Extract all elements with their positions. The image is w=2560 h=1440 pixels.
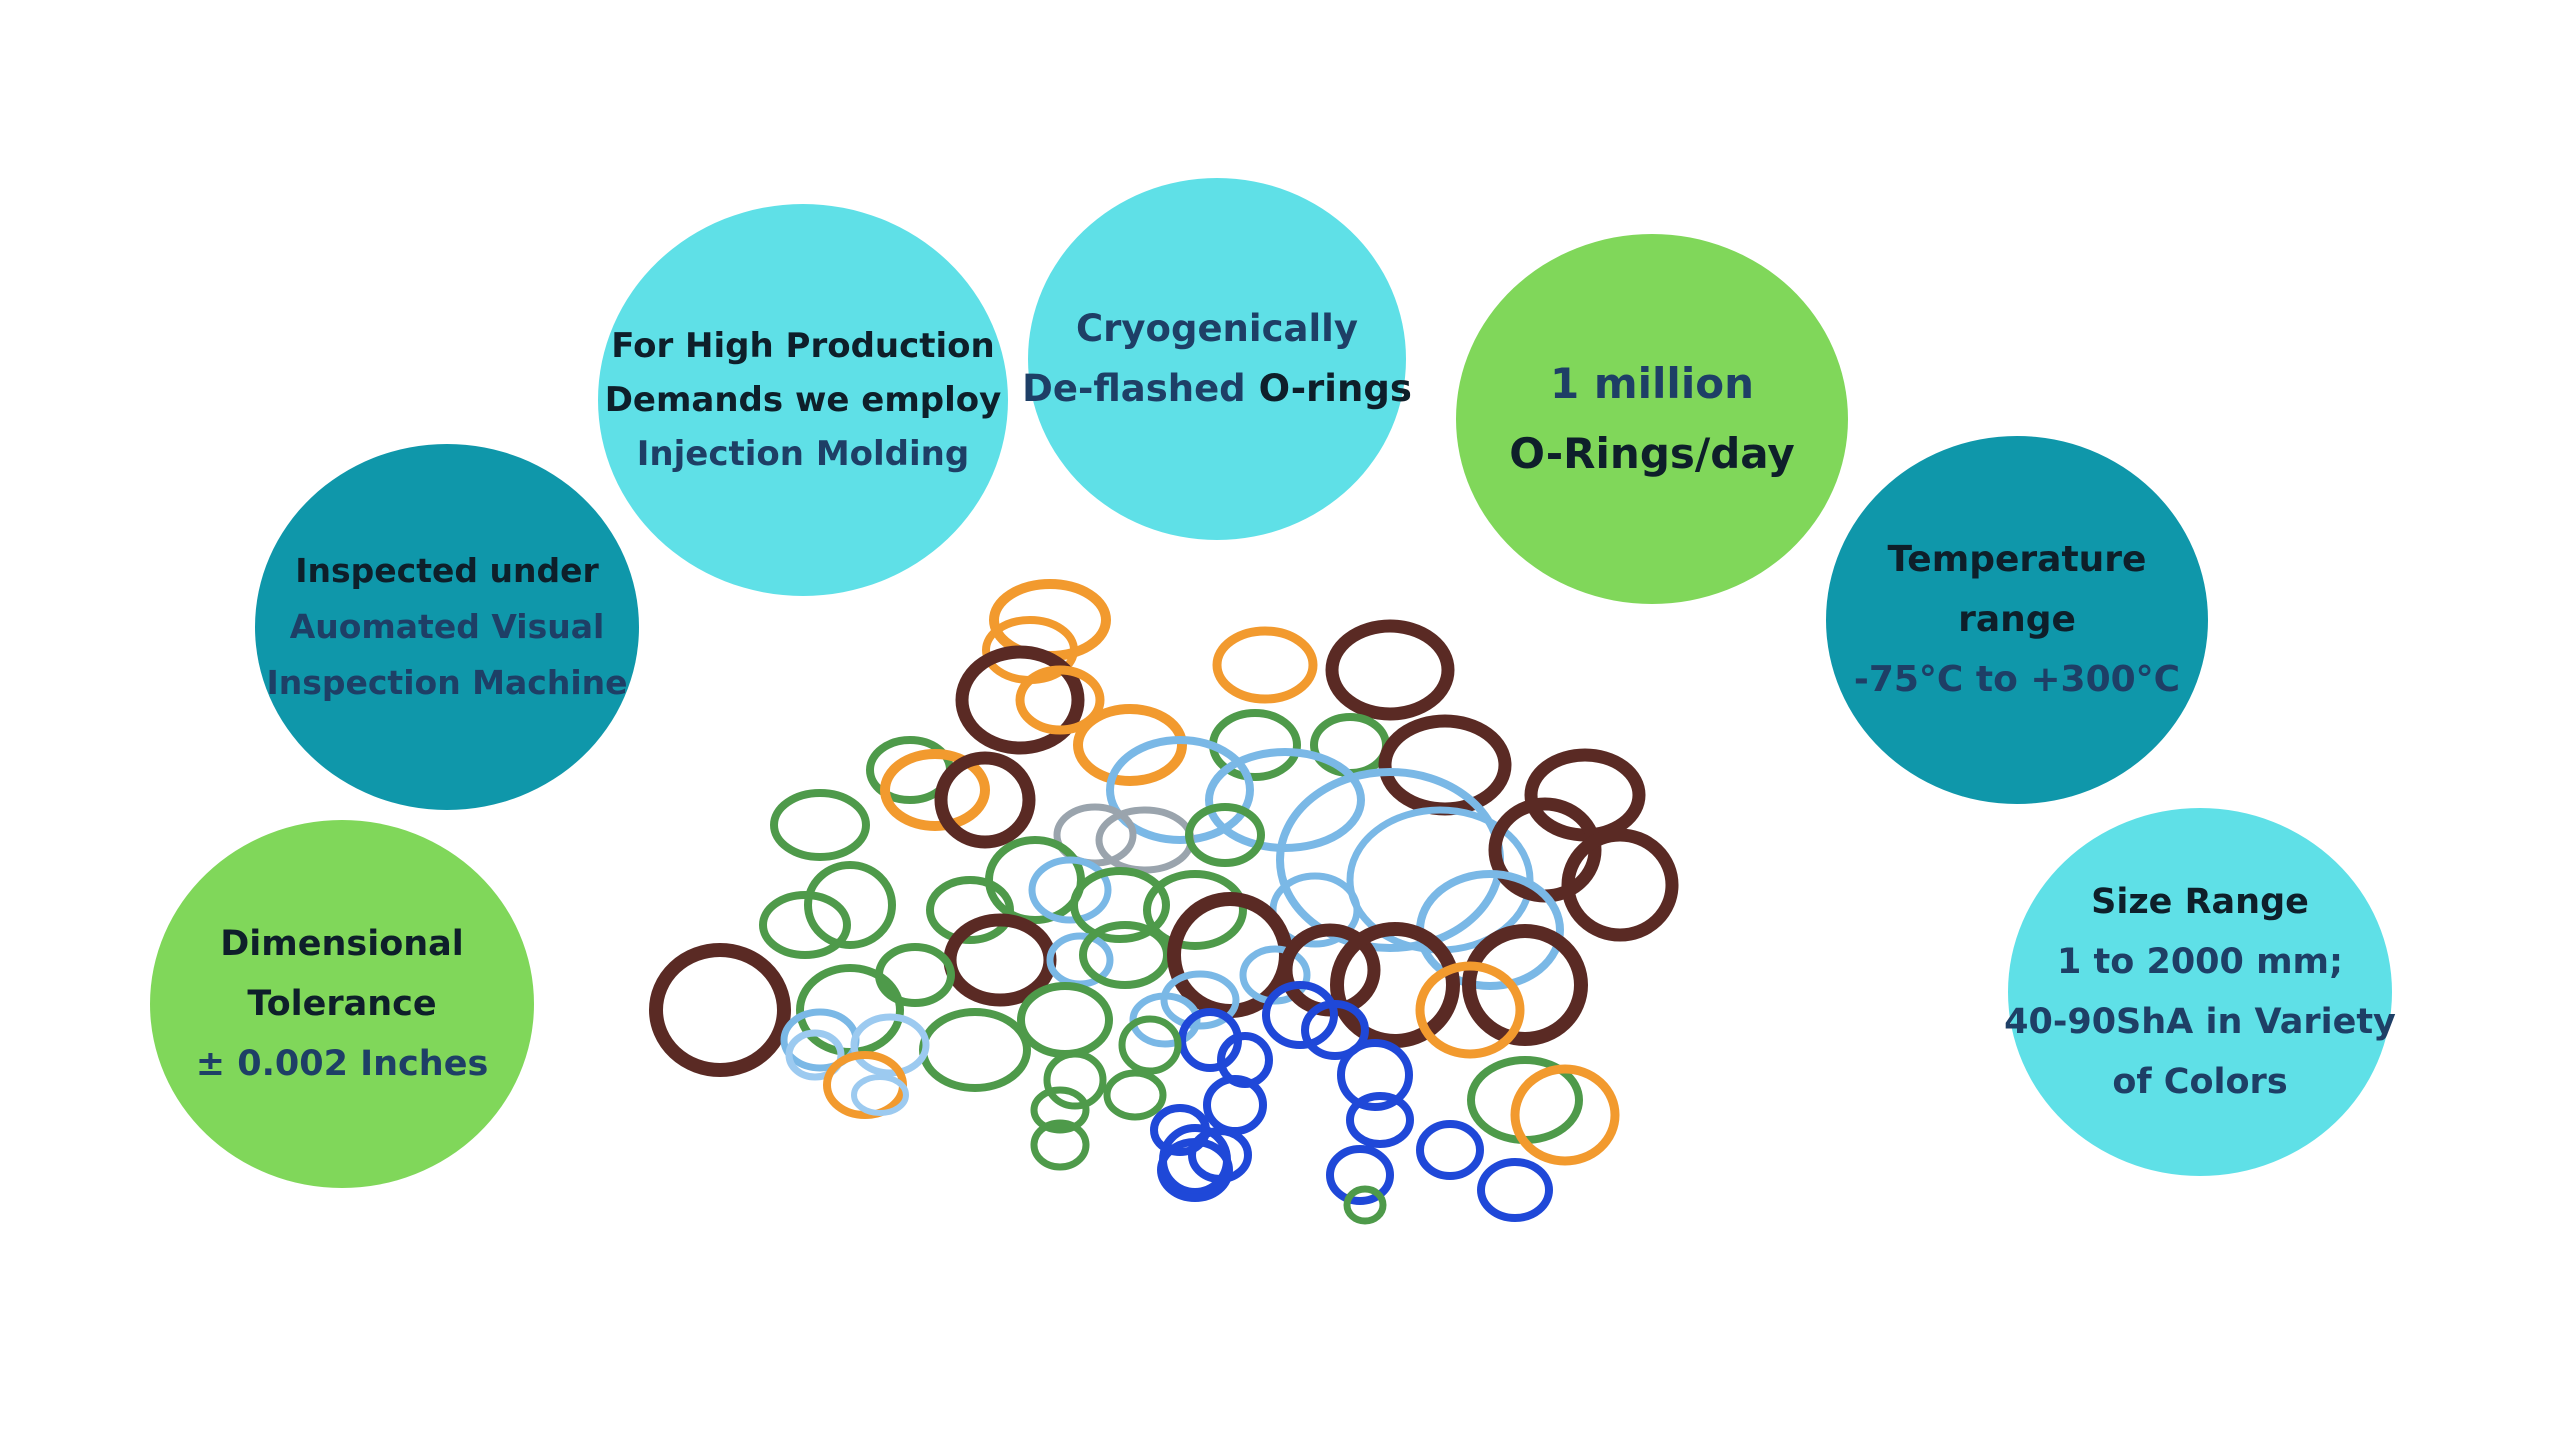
o-ring [1015,665,1105,735]
bubble-text-line: 40-90ShA in Variety [2004,1002,2396,1042]
o-ring [1310,713,1390,777]
o-ring [880,749,990,831]
visual-inspection-bubble: Inspected under Auomated Visual Inspecti… [255,444,639,810]
size-range-bubble: Size Range 1 to 2000 mm; 40-90ShA in Var… [2004,808,2396,1176]
bubble-text-line: 1 to 2000 mm; [2056,942,2344,982]
o-ring [1203,1075,1267,1135]
bubble-text-line: ± 0.002 Inches [195,1044,489,1084]
bubble-text-line: Cryogenically [1076,307,1358,350]
cryogenic-deflash-bubble: Cryogenically De-flashed O-rings [1022,178,1412,540]
o-ring [1346,1092,1414,1148]
bubble-text-line: Auomated Visual [289,607,605,646]
o-ring [1073,704,1187,786]
o-ring [1462,924,1588,1046]
o-ring [1510,1064,1620,1166]
o-ring [850,1013,930,1077]
bubble-text-line: De-flashed O-rings [1022,359,1412,419]
bubble-text-line: of Colors [2112,1062,2288,1102]
bubble-text-line: O-Rings/day [1509,429,1795,478]
bubble-text-line: Temperature [1887,539,2147,580]
o-ring [1167,892,1293,1018]
bubble-text-line: Size Range [2091,882,2309,922]
o-ring [1416,1120,1484,1180]
o-ring [1343,1185,1387,1225]
o-ring [1030,1086,1090,1134]
o-ring [1524,748,1646,842]
o-ring [1239,945,1311,1005]
o-ring [955,645,1085,755]
o-ring [1262,981,1338,1049]
bubble-text-line: Dimensional [220,924,464,964]
o-ring [985,836,1085,924]
injection-molding-bubble: For High Production Demands we employ In… [598,204,1008,596]
dimensional-tolerance-bubble: Dimensional Tolerance ± 0.002 Inches [150,820,534,1188]
o-ring [1378,714,1512,816]
o-ring [649,943,791,1077]
o-ring [1276,768,1504,952]
bubble-text-line: Injection Molding [636,434,970,474]
o-ring [1337,1039,1413,1111]
o-ring [1053,803,1137,867]
o-ring [875,943,955,1007]
o-ring [1301,1000,1369,1060]
bubble-text-line: Tolerance [247,984,437,1024]
o-ring [1150,1104,1210,1156]
o-ring [1325,619,1455,721]
o-ring [1043,1050,1107,1110]
o-ring [1118,1015,1182,1075]
o-ring [1079,921,1171,989]
o-ring [851,1074,909,1116]
o-ring [1212,626,1318,704]
o-ring [1330,922,1460,1048]
bubble-text-line: For High Production [611,326,995,366]
bubble-text-line: 1 million [1550,359,1754,408]
o-ring [919,1008,1031,1092]
o-ring [934,751,1036,849]
bubble-text-line: Inspected under [295,551,599,590]
o-ring [804,861,896,949]
o-ring [1415,961,1525,1059]
o-ring [1157,1138,1233,1202]
o-ring [1477,1158,1553,1222]
bubble-text-line: Inspection Machine [266,663,628,702]
o-ring [1017,982,1113,1058]
o-rings-group [649,579,1679,1225]
o-ring [1326,1145,1394,1205]
o-ring [1103,1069,1167,1121]
temperature-range-bubble: Temperature range -75°C to +300°C [1826,436,2208,804]
bubble-text-line: range [1958,599,2076,640]
o-ring [785,1029,845,1081]
o-ring [1106,736,1254,844]
production-capacity-bubble: 1 million O-Rings/day [1456,234,1848,604]
o-ring [1030,1119,1090,1171]
o-ring [1160,970,1240,1030]
bubble-text-line: Demands we employ [604,380,1002,420]
o-rings-text: O-rings [1258,367,1412,410]
o-ring [759,891,851,959]
o-ring [1561,828,1679,942]
o-ring [1143,870,1247,950]
o-ring [770,789,870,861]
o-ring [1185,803,1265,867]
deflashed-text: De-flashed [1022,367,1246,410]
bubble-text-line: -75°C to +300°C [1853,659,2181,700]
o-ring [1070,867,1170,943]
o-ring [1028,856,1112,924]
